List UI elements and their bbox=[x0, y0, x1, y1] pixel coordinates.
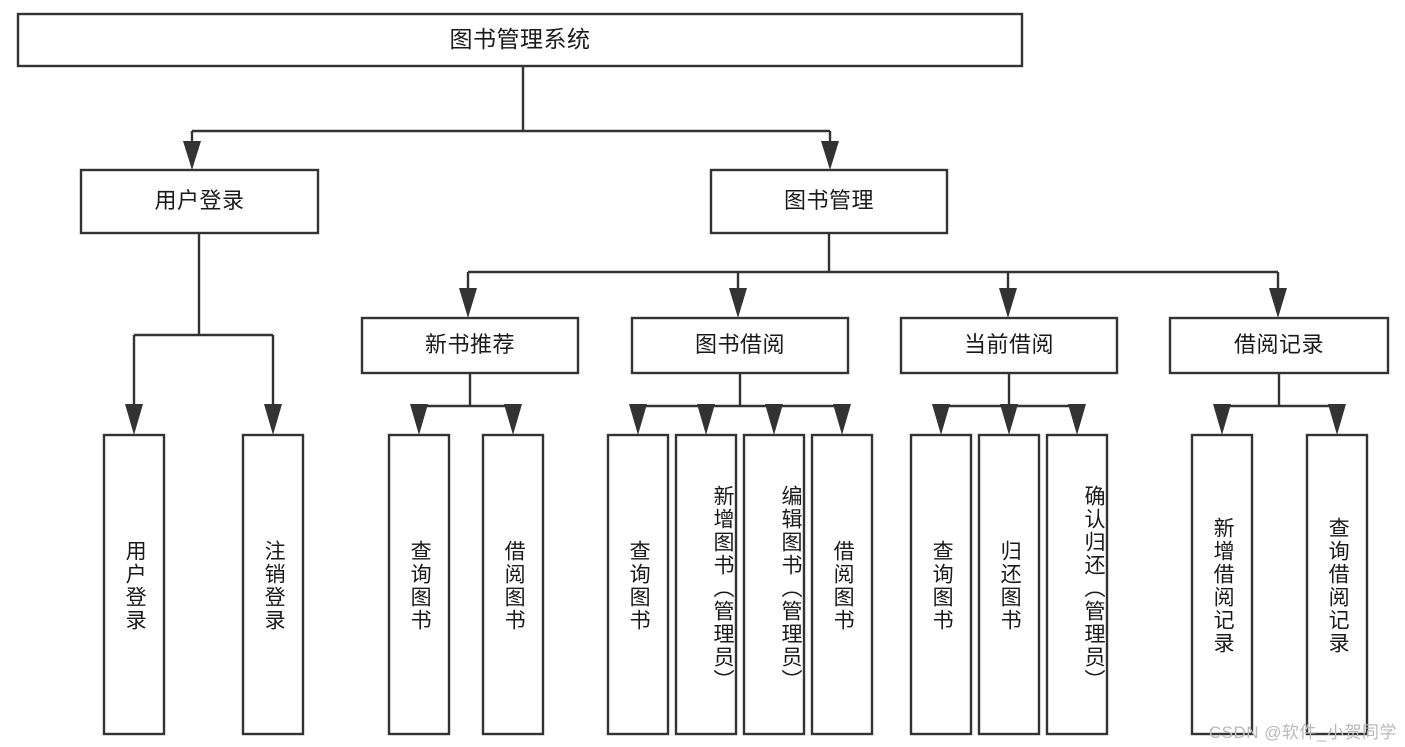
arrow-head-new-book-2 bbox=[504, 404, 522, 435]
csdn-watermark: CSDN @软件_小贺同学 bbox=[1208, 723, 1397, 742]
arrow-head-level2-1 bbox=[183, 141, 201, 170]
node-leaf-borrow-record-1-box[interactable] bbox=[1190, 433, 1254, 736]
arrow-head-level3-2 bbox=[729, 288, 747, 318]
node-level2-user-login-box[interactable] bbox=[79, 168, 320, 235]
node-leaf-new-book-2-box[interactable] bbox=[481, 433, 545, 736]
arrow-head-current-borrow-3 bbox=[1068, 404, 1086, 435]
node-leaf-user-login-2-box[interactable] bbox=[241, 433, 305, 736]
node-level3-borrow-record-box[interactable] bbox=[1168, 316, 1390, 375]
node-level3-current-borrow-box[interactable] bbox=[899, 316, 1119, 375]
arrow-head-level3-4 bbox=[1269, 288, 1287, 318]
arrow-head-current-borrow-1 bbox=[932, 404, 950, 435]
node-leaf-current-borrow-2-box[interactable] bbox=[977, 433, 1041, 736]
arrow-head-level2-2 bbox=[821, 141, 839, 170]
arrow-head-borrow-record-2 bbox=[1328, 404, 1346, 435]
arrow-head-borrow-record-1 bbox=[1213, 404, 1231, 435]
arrow-head-book-borrow-4 bbox=[833, 404, 851, 435]
node-leaf-book-borrow-1-box[interactable] bbox=[606, 433, 670, 736]
node-leaf-user-login-1-box[interactable] bbox=[102, 433, 166, 736]
node-leaf-current-borrow-1-box[interactable] bbox=[909, 433, 973, 736]
arrow-head-current-borrow-2 bbox=[1000, 404, 1018, 435]
node-root-box[interactable] bbox=[16, 12, 1024, 68]
node-leaf-new-book-1-box[interactable] bbox=[387, 433, 451, 736]
node-leaf-borrow-record-2-box[interactable] bbox=[1305, 433, 1369, 736]
node-leaf-book-borrow-4-box[interactable] bbox=[810, 433, 874, 736]
node-leaf-book-borrow-3-box[interactable] bbox=[742, 433, 806, 736]
arrow-head-user-login-2 bbox=[264, 404, 282, 435]
arrow-head-book-borrow-1 bbox=[629, 404, 647, 435]
node-level3-new-book-box[interactable] bbox=[360, 316, 580, 375]
arrow-head-new-book-1 bbox=[410, 404, 428, 435]
arrow-head-level3-3 bbox=[999, 288, 1017, 318]
arrow-head-book-borrow-3 bbox=[765, 404, 783, 435]
node-level2-book-manage-box[interactable] bbox=[709, 168, 949, 235]
arrow-head-user-login-1 bbox=[125, 404, 143, 435]
node-leaf-current-borrow-3-box[interactable] bbox=[1045, 433, 1109, 736]
arrow-head-book-borrow-2 bbox=[697, 404, 715, 435]
node-leaf-book-borrow-2-box[interactable] bbox=[674, 433, 738, 736]
arrow-head-level3-1 bbox=[459, 288, 477, 318]
node-level3-book-borrow-box[interactable] bbox=[630, 316, 850, 375]
